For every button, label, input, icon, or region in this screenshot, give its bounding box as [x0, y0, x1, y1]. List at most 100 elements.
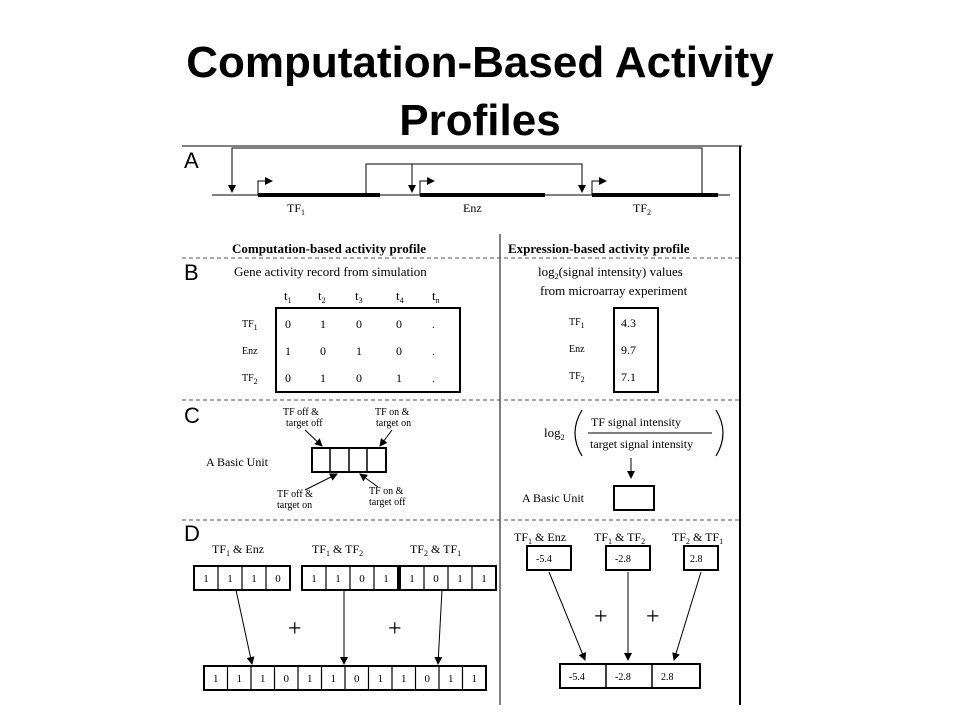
combined-value: 2.8 — [661, 672, 674, 683]
right-paren — [715, 409, 724, 457]
panel-letter-a: A — [184, 148, 199, 173]
bit-cell: 1 — [311, 573, 317, 585]
matrix-cell: . — [432, 344, 435, 358]
gene-network-diagram: TF1 Enz TF2 — [212, 147, 730, 217]
pair-label: TF1 & TF2 — [312, 542, 363, 558]
promoter-arrow-tf2 — [591, 177, 607, 195]
combined-bit-cell: 1 — [472, 673, 478, 685]
pair-value: -5.4 — [536, 554, 552, 565]
combined-bit-cell: 1 — [401, 673, 407, 685]
merge-arrow — [235, 589, 255, 665]
merge-arrow — [672, 571, 702, 661]
plus-sign: + — [288, 616, 302, 642]
combined-bit-cell: 0 — [425, 673, 431, 685]
simulation-record-caption: Gene activity record from simulation — [234, 264, 427, 279]
pair-value-box — [526, 545, 572, 571]
time-header: t1 — [284, 288, 292, 305]
row-label: Enz — [569, 344, 585, 355]
time-headers: t1 t2 t3 t4 tn — [284, 288, 440, 305]
plus-sign: + — [388, 616, 402, 642]
slide-title-line1: Computation-Based Activity — [186, 38, 774, 87]
combined-bit-cell: 0 — [284, 673, 290, 685]
combined-bit-cell: 1 — [237, 673, 243, 685]
pair-label: TF1 & Enz — [514, 530, 566, 546]
combined-bit-cell: 1 — [448, 673, 454, 685]
microarray-caption: from microarray experiment — [540, 283, 688, 298]
annotation-tf-on-target-on: TF on &target on — [375, 407, 411, 429]
basic-unit-label-right: A Basic Unit — [522, 491, 585, 505]
pair-label: TF2 & TF1 — [672, 530, 723, 546]
row-label: Enz — [242, 346, 258, 357]
bit-cell: 0 — [275, 573, 281, 585]
annotation-arrow — [304, 429, 323, 447]
matrix-cell: 1 — [320, 371, 326, 385]
bit-cell: 0 — [359, 573, 365, 585]
expression-value: 9.7 — [621, 343, 636, 357]
pair-value-box — [683, 545, 719, 571]
bit-cell: 1 — [409, 573, 415, 585]
pair-value: -2.8 — [615, 554, 631, 565]
bit-cell: 1 — [251, 573, 257, 585]
matrix-cell: . — [432, 371, 435, 385]
annotation-tf-on-target-off: TF on &target off — [369, 486, 406, 508]
activity-matrix-row-labels: TF1 Enz TF2 — [242, 319, 258, 386]
bit-cell: 1 — [457, 573, 463, 585]
pair-labels-left: TF1 & Enz TF1 & TF2 TF2 & TF1 — [212, 542, 461, 558]
matrix-cell: 1 — [396, 371, 402, 385]
matrix-cell: 1 — [320, 317, 326, 331]
expression-row-labels: TF1 Enz TF2 — [569, 317, 585, 384]
numerator-text: TF signal intensity — [591, 415, 681, 429]
matrix-cell: 1 — [285, 344, 291, 358]
pair-label: TF1 & TF2 — [594, 530, 645, 546]
slide-title: Computation-Based Activity Profiles — [0, 34, 960, 150]
left-paren — [574, 409, 583, 457]
pair-label: TF2 & TF1 — [410, 542, 461, 558]
combined-bit-cell: 0 — [354, 673, 360, 685]
left-column-header: Computation-based activity profile — [232, 241, 426, 256]
combined-bit-cell: 1 — [331, 673, 337, 685]
annotation-arrow — [359, 473, 379, 488]
combined-value: -5.4 — [569, 672, 585, 683]
matrix-cell: 0 — [285, 371, 291, 385]
time-header: t3 — [355, 288, 363, 305]
time-header: t4 — [396, 288, 404, 305]
bit-cell: 0 — [433, 573, 439, 585]
plus-sign: + — [646, 604, 660, 630]
expression-values: 4.3 9.7 7.1 — [621, 316, 636, 384]
matrix-cell: 0 — [356, 371, 362, 385]
pair-value-box — [605, 545, 651, 571]
log-ratio-formula: log2 TF signal intensity target signal i… — [544, 409, 724, 457]
combined-bit-cell: 1 — [213, 673, 219, 685]
bit-cell: 1 — [203, 573, 209, 585]
annotation-tf-off-target-on: TF off &target on — [277, 489, 313, 511]
slide-title-line2: Profiles — [399, 96, 561, 145]
merge-arrow — [548, 571, 587, 661]
promoter-arrow-enz — [419, 177, 435, 195]
expression-values-frame — [613, 307, 659, 393]
regulation-tf2-to-tf1 — [228, 147, 703, 195]
regulation-tf1-to-tf2 — [388, 163, 586, 193]
panel-letter-d: D — [184, 521, 200, 546]
bit-cell: 1 — [481, 573, 487, 585]
panel-letter-b: B — [184, 260, 199, 285]
bit-cell: 1 — [383, 573, 389, 585]
expression-value: 7.1 — [621, 370, 636, 384]
combined-bit-cell: 1 — [307, 673, 313, 685]
row-label: TF2 — [569, 371, 585, 384]
combined-value: -2.8 — [615, 672, 631, 683]
panel-letter-c: C — [184, 403, 200, 428]
basic-unit-box-right — [613, 485, 655, 511]
matrix-cell: . — [432, 317, 435, 331]
plus-sign: + — [594, 604, 608, 630]
gene-label-tf2: TF2 — [633, 201, 651, 217]
combined-value-box — [559, 663, 701, 689]
annotation-arrow — [379, 429, 393, 447]
pair-labels-right: TF1 & Enz TF1 & TF2 TF2 & TF1 — [514, 530, 723, 546]
promoter-arrow-tf1 — [257, 177, 273, 195]
expression-value: 4.3 — [621, 316, 636, 330]
matrix-cell: 0 — [396, 344, 402, 358]
combined-bit-cell: 1 — [260, 673, 266, 685]
